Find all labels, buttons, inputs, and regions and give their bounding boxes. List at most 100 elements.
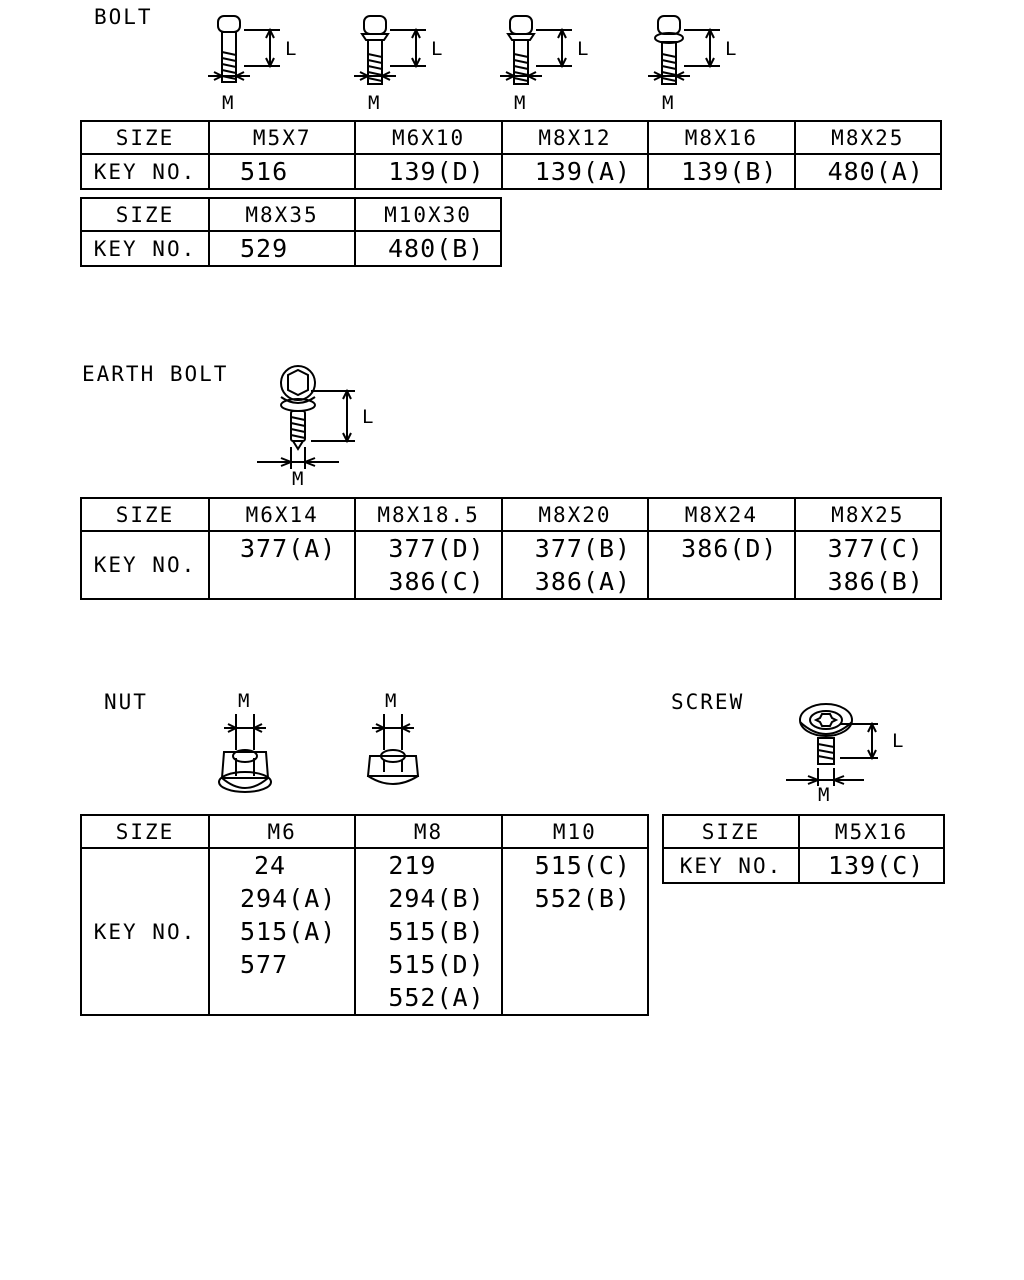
bolt-dim-m-4: M <box>662 92 674 114</box>
key-value: 515(D) <box>388 950 485 979</box>
bolt-dim-l-4: L <box>725 38 737 60</box>
bolt-dim-l-2: L <box>431 38 443 60</box>
hex-nut-drawing <box>366 714 420 785</box>
size-cell: M8X25 <box>793 497 943 532</box>
size-cell: M8 <box>354 814 503 849</box>
size-header: SIZE <box>80 814 210 849</box>
key-value: 386(D) <box>681 534 778 563</box>
table-row: KEY NO. 139(C) <box>662 847 945 884</box>
key-value: 294(B) <box>388 884 485 913</box>
key-value: 552(A) <box>388 983 485 1012</box>
key-cell: 377(D) 386(C) <box>354 530 503 600</box>
key-header: KEY NO. <box>662 847 800 884</box>
size-cell: M8X35 <box>208 197 356 232</box>
bolt-dim-l-1: L <box>285 38 297 60</box>
nut-dim-m-1: M <box>238 690 250 712</box>
screw-title: SCREW <box>671 690 745 714</box>
key-cell: 515(C) 552(B) <box>500 847 650 1016</box>
key-header: KEY NO. <box>80 530 210 600</box>
bolt-drawing-4 <box>648 15 720 85</box>
key-cell: 480(B) <box>354 230 502 267</box>
table-row: KEY NO. 516 139(D) 139(A) 139(B) 480(A) <box>80 153 943 190</box>
earth-bolt-table: SIZE M6X14 M8X18.5 M8X20 M8X24 M8X25 KEY… <box>80 497 943 600</box>
key-cell: 139(C) <box>798 847 945 884</box>
bolt-drawing-3 <box>500 15 572 85</box>
table-row: SIZE M5X16 <box>662 814 945 849</box>
key-cell: 139(D) <box>354 153 503 190</box>
screw-table: SIZE M5X16 KEY NO. 139(C) <box>662 814 945 884</box>
size-header: SIZE <box>80 197 210 232</box>
bolt-drawing-1 <box>208 15 280 83</box>
key-header: KEY NO. <box>80 153 210 190</box>
size-cell: M8X18.5 <box>354 497 503 532</box>
key-value: 515(A) <box>240 917 337 946</box>
key-value: 386(C) <box>388 567 485 596</box>
earth-bolt-title: EARTH BOLT <box>82 362 229 386</box>
nut-table: SIZE M6 M8 M10 KEY NO. 24 294(A) 515(A) … <box>80 814 650 1016</box>
bolt-table-1: SIZE M5X7 M6X10 M8X12 M8X16 M8X25 KEY NO… <box>80 120 943 190</box>
key-cell: 480(A) <box>793 153 943 190</box>
bolt-dim-m-2: M <box>368 92 380 114</box>
key-value: 219 <box>388 851 437 880</box>
screw-dim-m: M <box>818 784 830 806</box>
key-cell: 219 294(B) 515(B) 515(D) 552(A) <box>354 847 503 1016</box>
size-cell: M6X14 <box>207 497 357 532</box>
bolt-dim-l-3: L <box>577 38 589 60</box>
screw-drawing <box>786 703 878 786</box>
key-value: 515(C) <box>534 851 631 880</box>
table-row: KEY NO. 24 294(A) 515(A) 577 219 294(B) … <box>80 847 650 1016</box>
size-cell: M6X10 <box>354 120 503 155</box>
key-value: 386(A) <box>534 567 632 596</box>
key-value: 24 <box>254 851 287 880</box>
key-value: 386(B) <box>827 567 924 596</box>
size-cell: M8X25 <box>793 120 943 155</box>
size-cell: M6 <box>207 814 357 849</box>
screw-dim-l: L <box>892 730 904 752</box>
flange-nut-drawing <box>218 714 272 793</box>
key-value: 294(A) <box>240 884 337 913</box>
bolt-table-2: SIZE M8X35 M10X30 KEY NO. 529 480(B) <box>80 197 502 267</box>
size-cell: M8X12 <box>500 120 650 155</box>
table-row: KEY NO. 529 480(B) <box>80 230 502 267</box>
key-cell: 516 <box>207 153 357 190</box>
key-header: KEY NO. <box>80 230 210 267</box>
size-cell: M5X7 <box>207 120 357 155</box>
key-value: 552(B) <box>534 884 631 913</box>
table-row: KEY NO. 377(A) 377(D) 386(C) 377(B) 386(… <box>80 530 943 600</box>
nut-dim-m-2: M <box>385 690 397 712</box>
table-row: SIZE M6 M8 M10 <box>80 814 650 849</box>
key-cell: 377(B) 386(A) <box>500 530 650 600</box>
key-cell: 377(C) 386(B) <box>793 530 943 600</box>
earth-bolt-dim-l: L <box>362 406 374 428</box>
size-cell: M8X16 <box>647 120 796 155</box>
bolt-title: BOLT <box>94 5 153 29</box>
size-header: SIZE <box>80 120 210 155</box>
size-cell: M8X20 <box>500 497 650 532</box>
key-cell: 529 <box>208 230 356 267</box>
table-row: SIZE M5X7 M6X10 M8X12 M8X16 M8X25 <box>80 120 943 155</box>
key-cell: 24 294(A) 515(A) 577 <box>207 847 357 1016</box>
size-header: SIZE <box>80 497 210 532</box>
size-cell: M10X30 <box>354 197 502 232</box>
size-cell: M5X16 <box>798 814 945 849</box>
bolt-drawing-2 <box>354 15 426 85</box>
key-value: 377(B) <box>534 534 632 563</box>
size-cell: M8X24 <box>647 497 796 532</box>
key-cell: 139(B) <box>647 153 796 190</box>
key-header: KEY NO. <box>80 847 210 1016</box>
key-cell: 386(D) <box>647 530 796 600</box>
bolt-dim-m-1: M <box>222 92 234 114</box>
key-value: 377(C) <box>827 534 924 563</box>
size-cell: M10 <box>500 814 650 849</box>
nut-title: NUT <box>104 690 148 714</box>
earth-bolt-drawing <box>257 365 355 469</box>
key-cell: 139(A) <box>500 153 650 190</box>
key-value: 377(A) <box>240 534 337 563</box>
earth-bolt-dim-m: M <box>292 468 304 490</box>
bolt-dim-m-3: M <box>514 92 526 114</box>
key-value: 577 <box>240 950 289 979</box>
key-value: 377(D) <box>388 534 485 563</box>
table-row: SIZE M8X35 M10X30 <box>80 197 502 232</box>
table-row: SIZE M6X14 M8X18.5 M8X20 M8X24 M8X25 <box>80 497 943 532</box>
size-header: SIZE <box>662 814 800 849</box>
